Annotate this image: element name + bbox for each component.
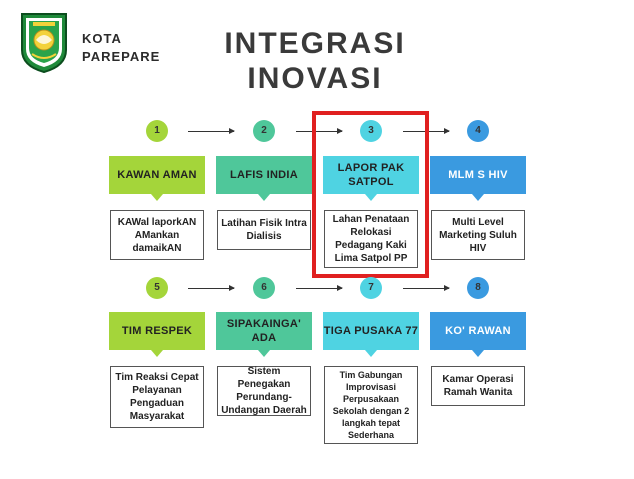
innovation-header-8: KO' RAWAN (430, 312, 526, 357)
brand-name: KOTA PAREPARE (82, 30, 160, 66)
innovation-description-4: Multi Level Marketing Suluh HIV (431, 210, 525, 260)
innovation-header-7: TIGA PUSAKA 77 (323, 312, 419, 357)
innovation-header-3: LAPOR PAK SATPOL (323, 156, 419, 201)
arrow-2-3 (296, 128, 343, 134)
page-title: INTEGRASI INOVASI (200, 26, 430, 96)
innovation-description-6: Sistem Penegakan Perundang-Undangan Daer… (217, 366, 311, 416)
step-number-6: 6 (253, 277, 275, 299)
step-number-4: 4 (467, 120, 489, 142)
innovation-header-4: MLM S HIV (430, 156, 526, 201)
arrow-7-8 (403, 285, 450, 291)
innovation-description-7: Tim Gabungan Improvisasi Perpusakaan Sek… (324, 366, 418, 444)
arrow-1-2 (188, 128, 235, 134)
title-line-2: INOVASI (247, 62, 383, 95)
step-number-1: 1 (146, 120, 168, 142)
innovation-description-3: Lahan Penataan Relokasi Pedagang Kaki Li… (324, 210, 418, 268)
parepare-emblem-logo (21, 13, 67, 74)
brand-line-2: PAREPARE (82, 49, 161, 64)
innovation-header-5: TIM RESPEK (109, 312, 205, 357)
arrow-6-7 (296, 285, 343, 291)
title-line-1: INTEGRASI (224, 27, 406, 60)
innovation-header-2: LAFIS INDIA (216, 156, 312, 201)
arrow-5-6 (188, 285, 235, 291)
innovation-header-6: SIPAKAINGA' ADA (216, 312, 312, 357)
step-number-3: 3 (360, 120, 382, 142)
step-number-7: 7 (360, 277, 382, 299)
innovation-header-1: KAWAN AMAN (109, 156, 205, 201)
highlight-frame (312, 111, 429, 278)
step-number-8: 8 (467, 277, 489, 299)
step-number-5: 5 (146, 277, 168, 299)
innovation-description-8: Kamar Operasi Ramah Wanita (431, 366, 525, 406)
innovation-description-2: Latihan Fisik Intra Dialisis (217, 210, 311, 250)
step-number-2: 2 (253, 120, 275, 142)
innovation-description-5: Tim Reaksi Cepat Pelayanan Pengaduan Mas… (110, 366, 204, 428)
brand-line-1: KOTA (82, 31, 122, 46)
innovation-description-1: KAWal laporkAN AMankan damaikAN (110, 210, 204, 260)
